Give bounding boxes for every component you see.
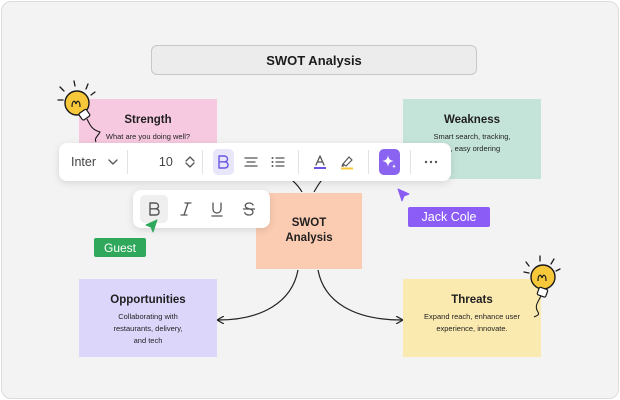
note-body-line: re, easy ordering bbox=[443, 144, 501, 153]
font-size-stepper[interactable]: 10 bbox=[135, 155, 195, 169]
font-size-stepper-arrows[interactable] bbox=[185, 155, 195, 169]
note-body-line: restaurants, delivery, bbox=[113, 324, 183, 333]
strikethrough-button[interactable] bbox=[235, 195, 263, 223]
note-center-topic[interactable]: SWOT Analysis bbox=[256, 193, 362, 269]
note-title: Weakness bbox=[443, 114, 501, 126]
note-title: Threats bbox=[451, 294, 493, 306]
note-body: Expand reach, enhance user experience, i… bbox=[416, 311, 528, 335]
bold-icon bbox=[149, 202, 160, 216]
bold-icon bbox=[218, 155, 229, 169]
note-title: Opportunities bbox=[110, 294, 186, 306]
note-body-line: Collaborating with bbox=[118, 312, 178, 321]
underline-icon bbox=[211, 202, 224, 217]
chevron-down-icon[interactable] bbox=[185, 162, 195, 169]
connector-top-left bbox=[291, 179, 303, 193]
lightbulb-icon bbox=[57, 80, 101, 143]
highlighter-icon bbox=[341, 156, 354, 170]
text-color-icon bbox=[313, 155, 326, 169]
highlight-button[interactable] bbox=[337, 149, 358, 175]
note-body: What are you doing well? bbox=[105, 132, 191, 141]
more-icon bbox=[425, 160, 438, 164]
note-body: Smart search, tracking, re, easy orderin… bbox=[425, 131, 518, 155]
toolbar-divider bbox=[409, 150, 411, 174]
note-threats[interactable]: Threats Expand reach, enhance user exper… bbox=[403, 279, 541, 357]
note-body-line: Expand reach, enhance user bbox=[424, 312, 520, 321]
connector-opportunities bbox=[218, 269, 299, 320]
note-opportunities[interactable]: Opportunities Collaborating with restaur… bbox=[79, 279, 217, 357]
toolbar-divider bbox=[201, 150, 203, 174]
cursor-jack-cole-icon bbox=[397, 188, 410, 202]
bullet-list-button[interactable] bbox=[267, 149, 288, 175]
text-color-button[interactable] bbox=[309, 149, 330, 175]
collaborator-name: Guest bbox=[103, 240, 136, 255]
note-body: Collaborating with restaurants, delivery… bbox=[105, 311, 190, 347]
font-family-select[interactable]: Inter bbox=[65, 155, 120, 169]
center-title-line: SWOT bbox=[291, 217, 327, 229]
more-options-button[interactable] bbox=[421, 149, 442, 175]
connector-top-right bbox=[313, 179, 323, 193]
bold-button[interactable] bbox=[140, 195, 168, 223]
board-title-text: SWOT Analysis bbox=[266, 52, 362, 68]
align-center-icon bbox=[243, 157, 258, 167]
board-title[interactable]: SWOT Analysis bbox=[151, 45, 477, 75]
chevron-up-icon[interactable] bbox=[185, 155, 195, 162]
center-title-line: Analysis bbox=[285, 232, 333, 244]
text-format-toolbar: Inter 10 bbox=[59, 143, 451, 181]
italic-button[interactable] bbox=[172, 195, 200, 223]
font-family-value: Inter bbox=[71, 155, 97, 169]
collaborator-tag-jack-cole: Jack Cole bbox=[408, 207, 490, 227]
collaborator-name: Jack Cole bbox=[421, 210, 477, 224]
note-title: Strength bbox=[124, 114, 172, 126]
italic-icon bbox=[179, 202, 192, 216]
underline-button[interactable] bbox=[204, 195, 232, 223]
connector-threats bbox=[317, 269, 402, 320]
note-body-line: experience, innovate. bbox=[436, 324, 508, 333]
chevron-down-icon bbox=[108, 159, 118, 165]
list-icon bbox=[271, 157, 285, 167]
sparkle-icon bbox=[382, 155, 397, 169]
bold-button[interactable] bbox=[212, 149, 234, 175]
cursor-guest-icon bbox=[145, 219, 158, 233]
align-center-button[interactable] bbox=[240, 149, 261, 175]
toolbar-divider bbox=[367, 150, 369, 174]
collaborator-tag-guest: Guest bbox=[94, 238, 146, 257]
toolbar-divider bbox=[298, 150, 300, 174]
note-body-line: and tech bbox=[133, 336, 163, 345]
strikethrough-icon bbox=[242, 202, 256, 216]
note-body-line: Smart search, tracking, bbox=[433, 132, 511, 141]
font-size-value: 10 bbox=[158, 155, 173, 169]
ai-assist-button[interactable] bbox=[378, 149, 400, 175]
toolbar-divider bbox=[127, 150, 128, 174]
lightbulb-icon bbox=[523, 255, 561, 318]
